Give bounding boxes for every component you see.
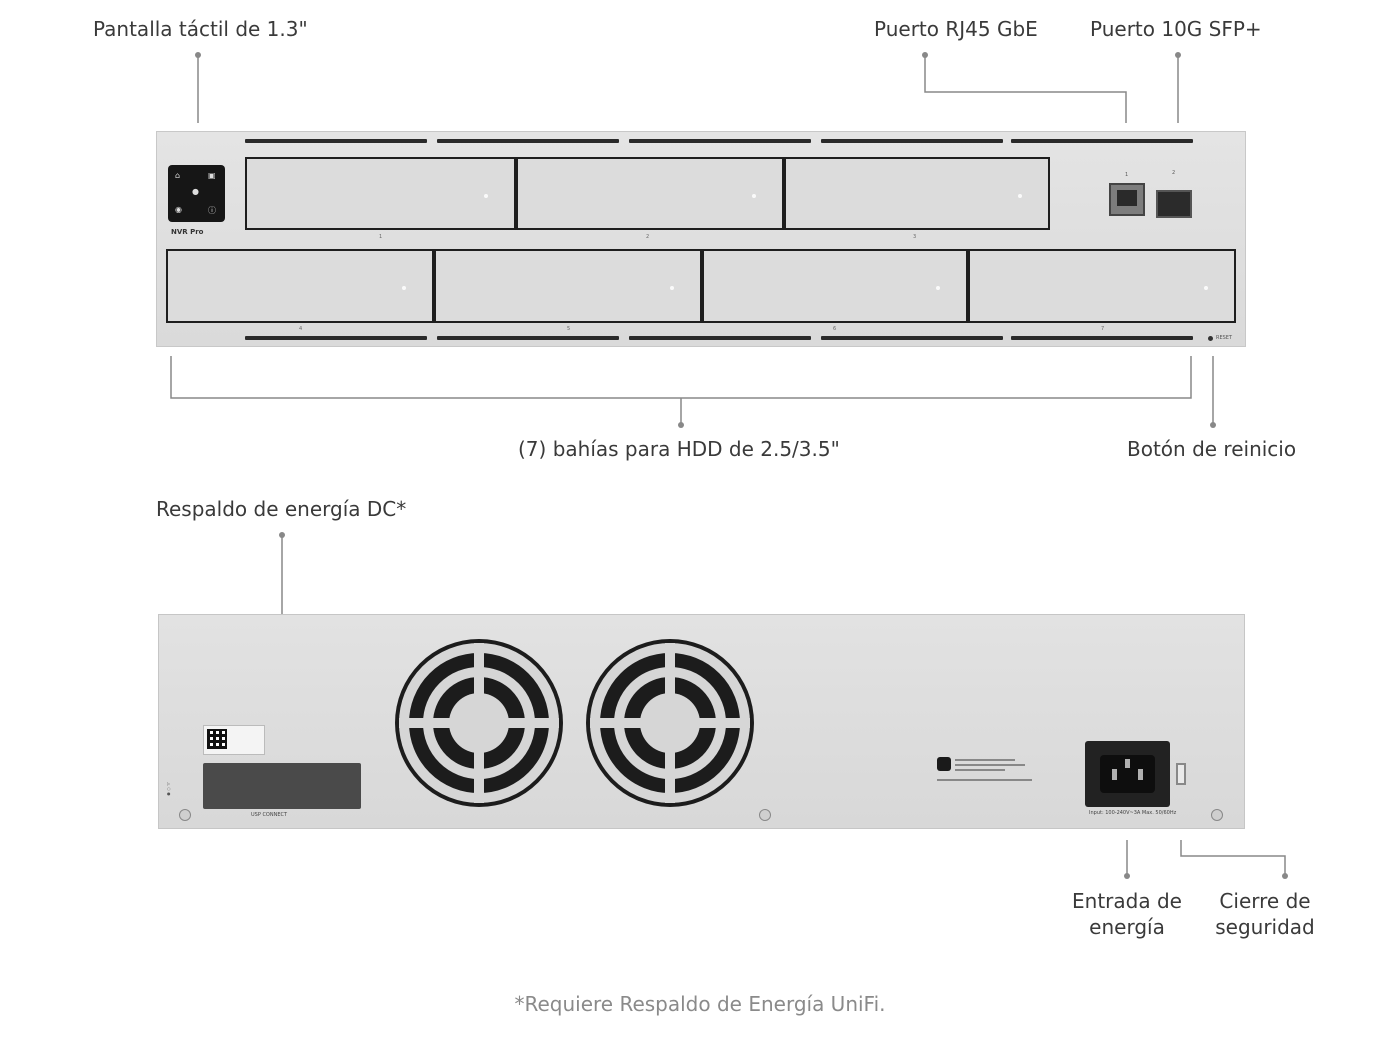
vent-slot (437, 139, 619, 143)
footnote: *Requiere Respaldo de Energía UniFi. (514, 992, 886, 1016)
front-panel: ⌂ ▣ ● ◉ ⓘ NVR Pro 1 2 3 4 5 6 7 1 2 RESE… (156, 131, 1246, 347)
reset-button-callout: Botón de reinicio (1127, 437, 1297, 461)
security-lock-slot[interactable] (1176, 763, 1186, 785)
hdd-bay[interactable] (166, 249, 434, 323)
power-switch-legend: ▷○● (167, 781, 171, 796)
screw (1211, 809, 1223, 821)
lock-icon: ● (192, 187, 199, 196)
vent-slot (245, 336, 427, 340)
vent-slot (1011, 139, 1193, 143)
usp-connect-label: USP CONNECT (251, 812, 288, 818)
hdd-bay[interactable] (968, 249, 1236, 323)
cooling-fan (395, 639, 563, 807)
sfp-port[interactable] (1156, 190, 1192, 218)
security-lock-callout: Cierre de seguridad (1205, 889, 1325, 939)
hdd-bays-callout: (7) bahías para HDD de 2.5/3.5" (518, 437, 840, 461)
reset-button[interactable] (1208, 336, 1213, 341)
security-lock-callout-line2: seguridad (1215, 915, 1315, 939)
grid-icon: ▣ (208, 171, 216, 180)
usp-connect-port[interactable] (203, 763, 361, 809)
reset-label: RESET (1216, 335, 1233, 341)
home-icon: ⌂ (175, 171, 181, 180)
power-rating-label: Input: 100-240V~3A Max. 50/60Hz (1089, 810, 1177, 816)
rj45-port-callout: Puerto RJ45 GbE (874, 17, 1038, 41)
power-input-callout-line1: Entrada de (1072, 889, 1182, 913)
hdd-bay[interactable] (516, 157, 784, 230)
touchscreen-callout: Pantalla táctil de 1.3" (93, 17, 308, 41)
power-input-callout: Entrada de energía (1067, 889, 1187, 939)
power-input-callout-line2: energía (1089, 915, 1165, 939)
qr-code (207, 729, 227, 749)
rj45-port-number: 1 (1125, 172, 1129, 178)
security-lock-callout-line1: Cierre de (1219, 889, 1311, 913)
info-icon: ⓘ (208, 206, 216, 215)
hdd-bay[interactable] (702, 249, 968, 323)
bay-number: 7 (1101, 326, 1105, 332)
ubiquiti-logo-icon (937, 757, 951, 771)
rear-panel: USP CONNECT ▷○● Input: 100-240V~3A Max. … (158, 614, 1245, 829)
vent-slot (629, 139, 811, 143)
bay-number: 4 (299, 326, 303, 332)
regulatory-label (937, 755, 1057, 791)
touchscreen-display[interactable]: ⌂ ▣ ● ◉ ⓘ (168, 165, 225, 222)
dc-backup-callout: Respaldo de energía DC* (156, 497, 407, 521)
serial-sticker (203, 725, 265, 755)
vent-slot (821, 139, 1003, 143)
hdd-bay[interactable] (434, 249, 702, 323)
bay-number: 1 (379, 234, 383, 240)
power-inlet[interactable] (1085, 741, 1170, 807)
vent-slot (437, 336, 619, 340)
hdd-bay[interactable] (784, 157, 1050, 230)
model-label: NVR Pro (171, 228, 204, 236)
settings-icon: ◉ (175, 205, 182, 214)
vent-slot (245, 139, 427, 143)
vent-slot (821, 336, 1003, 340)
sfp-port-number: 2 (1172, 170, 1176, 176)
screw (179, 809, 191, 821)
hdd-bay[interactable] (245, 157, 516, 230)
bay-number: 5 (567, 326, 571, 332)
cooling-fan (586, 639, 754, 807)
screw (759, 809, 771, 821)
vent-slot (1011, 336, 1193, 340)
bay-number: 6 (833, 326, 837, 332)
bay-number: 3 (913, 234, 917, 240)
bay-number: 2 (646, 234, 650, 240)
rj45-port[interactable] (1109, 183, 1145, 216)
sfp-port-callout: Puerto 10G SFP+ (1090, 17, 1262, 41)
vent-slot (629, 336, 811, 340)
